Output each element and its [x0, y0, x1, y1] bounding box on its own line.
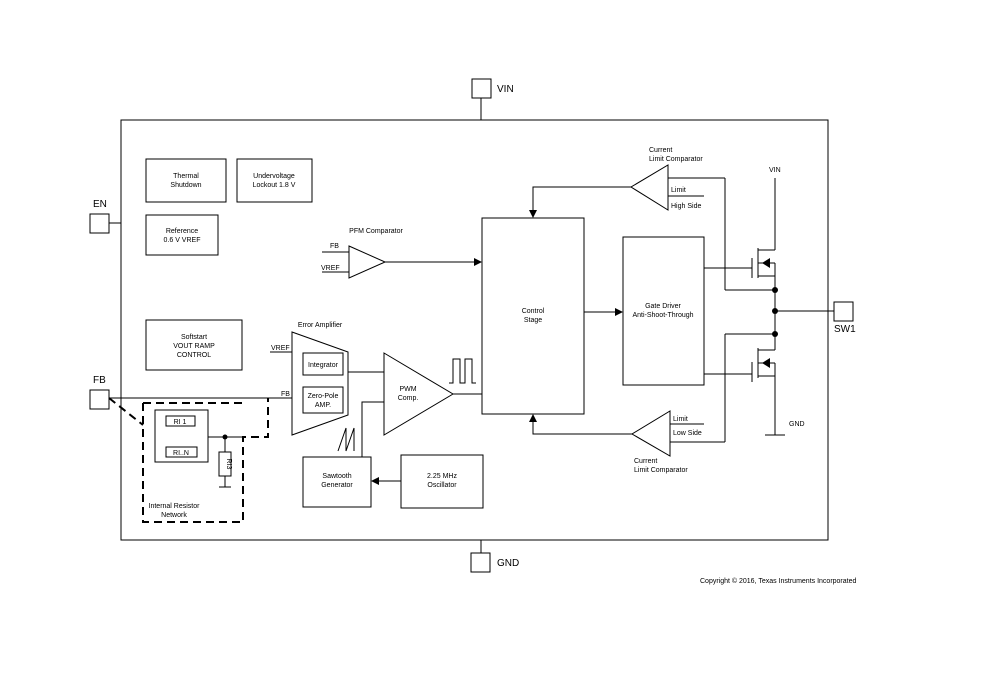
internal-resistor-network: RI 1 RI..N RI3 Internal Resistor Network	[108, 397, 269, 523]
fb-pin: FB	[89, 375, 292, 410]
svg-text:Lockout 1.8 V: Lockout 1.8 V	[253, 182, 296, 189]
svg-text:Anti-Shoot-Through: Anti-Shoot-Through	[632, 312, 693, 319]
current-limit-comparator-high: Current Limit Comparator Limit High Side	[529, 147, 725, 218]
svg-text:Gate Driver: Gate Driver	[645, 303, 681, 310]
undervoltage-lockout-block: Undervoltage Lockout 1.8 V	[236, 158, 313, 203]
svg-text:Limit Comparator: Limit Comparator	[634, 467, 688, 474]
sw1-pin: SW1	[833, 301, 856, 335]
fb-pin-label: FB	[93, 375, 106, 386]
svg-text:Zero-Pole: Zero-Pole	[308, 393, 339, 400]
vin-pin: VIN	[471, 78, 514, 120]
vin-pin-label: VIN	[497, 84, 514, 95]
gate-driver-block: Gate Driver Anti-Shoot-Through	[622, 236, 705, 386]
current-limit-comparator-low: Current Limit Comparator Limit Low Side	[529, 410, 725, 474]
svg-text:PWM: PWM	[399, 386, 416, 393]
gnd-fet-label: GND	[789, 421, 805, 428]
power-stage: VIN GND	[704, 167, 834, 442]
svg-text:AMP.: AMP.	[315, 402, 331, 409]
gnd-pin: GND	[470, 540, 519, 573]
rn-label: RI..N	[173, 450, 189, 457]
r1-label: RI 1	[174, 419, 187, 426]
svg-text:VREF: VREF	[271, 345, 290, 352]
svg-text:Limit: Limit	[671, 187, 686, 194]
pwm-comparator: PWM Comp.	[337, 352, 482, 452]
svg-text:Limit: Limit	[673, 416, 688, 423]
svg-text:Thermal: Thermal	[173, 173, 199, 180]
svg-text:Current: Current	[634, 458, 657, 465]
svg-text:High Side: High Side	[671, 203, 701, 210]
svg-text:Generator: Generator	[321, 482, 353, 489]
integrator-label: Integrator	[308, 362, 339, 369]
svg-text:FB: FB	[330, 243, 339, 250]
error-amplifier-label: Error Amplifier	[298, 322, 343, 329]
copyright-text: Copyright © 2016, Texas Instruments Inco…	[700, 577, 856, 585]
svg-text:2.25 MHz: 2.25 MHz	[427, 473, 457, 480]
svg-text:Reference: Reference	[166, 228, 198, 235]
svg-text:Limit Comparator: Limit Comparator	[649, 156, 703, 163]
en-pin: EN	[89, 199, 121, 234]
svg-text:Network: Network	[161, 512, 187, 519]
svg-text:Low Side: Low Side	[673, 430, 702, 437]
svg-text:Current: Current	[649, 147, 672, 154]
thermal-shutdown-block: Thermal Shutdown	[145, 158, 227, 203]
softstart-block: Softstart VOUT RAMP CONTROL	[145, 319, 243, 371]
svg-text:Oscillator: Oscillator	[427, 482, 457, 489]
svg-text:Stage: Stage	[524, 317, 542, 324]
oscillator-block: 2.25 MHz Oscillator	[371, 454, 484, 509]
svg-text:Internal Resistor: Internal Resistor	[149, 503, 201, 510]
gnd-pin-label: GND	[497, 558, 519, 569]
svg-text:Control: Control	[522, 308, 545, 315]
svg-text:0.6 V VREF: 0.6 V VREF	[164, 237, 201, 244]
svg-text:CONTROL: CONTROL	[177, 352, 211, 359]
pfm-comparator: PFM Comparator FB VREF	[321, 228, 482, 279]
sawtooth-generator-block: Sawtooth Generator	[302, 401, 384, 508]
vin-fet-label: VIN	[769, 167, 781, 174]
svg-text:VREF: VREF	[321, 265, 340, 272]
en-pin-label: EN	[93, 199, 107, 210]
svg-text:Undervoltage: Undervoltage	[253, 173, 295, 180]
svg-text:Sawtooth: Sawtooth	[322, 473, 351, 480]
error-amplifier: Error Amplifier Integrator Zero-Pole AMP…	[270, 322, 384, 436]
reference-block: Reference 0.6 V VREF	[145, 214, 219, 256]
svg-text:Shutdown: Shutdown	[170, 182, 201, 189]
pfm-comparator-label: PFM Comparator	[349, 228, 403, 235]
sw1-pin-label: SW1	[834, 324, 856, 335]
svg-text:VOUT RAMP: VOUT RAMP	[173, 343, 215, 350]
r3-label: RI3	[225, 459, 232, 470]
svg-text:FB: FB	[281, 391, 290, 398]
control-stage-block: Control Stage	[481, 217, 585, 415]
svg-text:Comp.: Comp.	[398, 395, 419, 402]
svg-text:Softstart: Softstart	[181, 334, 207, 341]
